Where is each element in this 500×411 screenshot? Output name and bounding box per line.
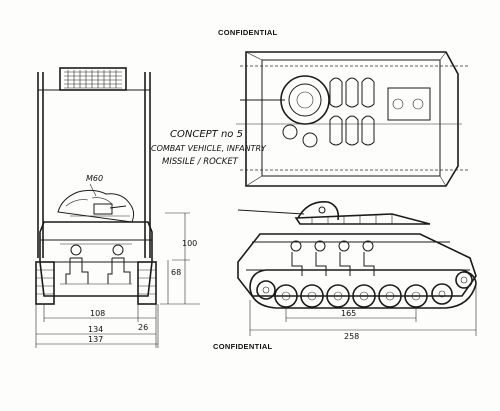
road-wheels [256, 271, 473, 308]
plan-seating [282, 77, 375, 148]
concept-line-3: MISSILE / ROCKET [162, 157, 239, 167]
dim-wheelbase-165: 165 [341, 309, 356, 318]
side-track [249, 269, 477, 309]
concept-title: CONCEPT no 5 COMBAT VEHICLE, INFANTRY MI… [151, 129, 267, 167]
confidential-stamp-top: CONFIDENTIAL [218, 28, 278, 37]
dim-height-100: 100 [182, 239, 197, 248]
side-launcher [294, 213, 431, 225]
side-soldiers [290, 240, 375, 276]
launcher-box [59, 67, 127, 91]
dim-length-258: 258 [344, 332, 359, 341]
side-hull [237, 233, 477, 297]
right-track [137, 261, 157, 305]
dim-height-68: 68 [171, 268, 181, 277]
front-dimensions: 100 68 108 26 134 137 [35, 212, 200, 348]
dim-width-134: 134 [88, 325, 103, 334]
side-turret [297, 201, 340, 221]
dim-width-108: 108 [90, 309, 105, 318]
front-hull [39, 221, 153, 297]
plan-rear-compartment [387, 87, 431, 121]
dim-width-137: 137 [88, 335, 103, 344]
plan-turret-ring [280, 75, 330, 125]
plan-hull-outline [245, 51, 459, 187]
concept-line-1: CONCEPT no 5 [170, 129, 243, 140]
plan-view [236, 51, 470, 187]
left-track [35, 261, 55, 305]
confidential-stamp-bottom: CONFIDENTIAL [213, 342, 273, 351]
side-dimensions: 165 258 [249, 282, 477, 341]
launcher-pattern [64, 70, 122, 89]
side-view: 165 258 [237, 201, 477, 341]
m60-label: M60 [86, 174, 103, 183]
concept-line-2: COMBAT VEHICLE, INFANTRY [151, 144, 267, 153]
front-view: M60 100 68 1 [35, 67, 200, 348]
front-turret [57, 189, 135, 223]
front-seated-soldiers [65, 244, 131, 284]
dim-width-26: 26 [138, 323, 148, 332]
